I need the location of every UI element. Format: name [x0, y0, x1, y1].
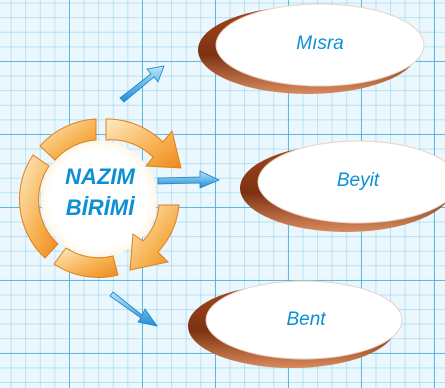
branch-label-misra: Mısra	[296, 33, 344, 54]
arrow-to-bent-icon	[109, 291, 158, 327]
center-title-line2: BİRİMİ	[65, 195, 135, 220]
arrow-to-beyit-icon	[157, 170, 220, 189]
ring-segment-top-right	[105, 118, 182, 169]
branch-label-beyit: Beyit	[336, 170, 380, 191]
center-title-line1: NAZIM	[65, 164, 135, 189]
oval-face	[215, 3, 425, 87]
oval-face	[205, 280, 403, 360]
oval-face	[257, 140, 445, 224]
ring-segment-right	[129, 204, 180, 271]
ring-segment-bottom	[53, 247, 119, 278]
branch-label-bent: Bent	[286, 309, 326, 330]
center-title: NAZIM BİRİMİ	[49, 161, 151, 223]
cycle-ring	[19, 118, 182, 278]
center-disc	[41, 141, 157, 257]
arrow-to-misra-icon	[119, 65, 165, 103]
ring-segment-left	[19, 154, 59, 259]
branch-arrows	[109, 65, 220, 327]
ring-segment-top-left	[39, 118, 97, 161]
branch-oval-misra	[198, 3, 425, 94]
branch-oval-beyit	[240, 140, 445, 232]
branch-oval-bent	[188, 280, 403, 368]
